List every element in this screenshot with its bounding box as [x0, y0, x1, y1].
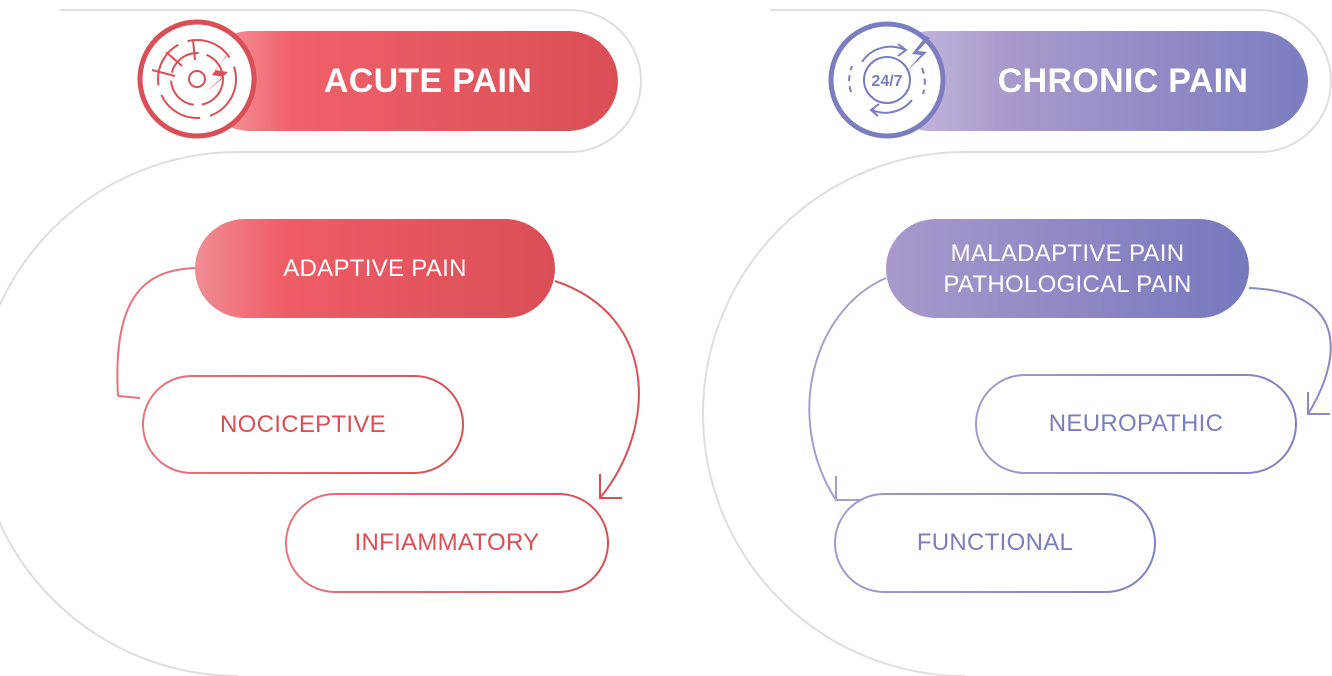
adaptive-pain-pill	[195, 219, 555, 318]
arrow-to-nociceptive	[116, 267, 196, 397]
chronic-frame-outline	[702, 9, 1332, 676]
neuropathic-node	[975, 374, 1297, 474]
chronic-panel: 24/7	[702, 9, 1332, 676]
arrowhead-nociceptive-icon	[117, 395, 141, 399]
nociceptive-node	[142, 375, 464, 474]
arrow-to-inflammatory	[554, 280, 640, 499]
maladaptive-pain-pill	[886, 219, 1249, 318]
arrowhead-neuropathic-icon	[1307, 392, 1330, 415]
arrow-to-functional	[808, 277, 887, 501]
acute-frame-outline	[0, 9, 642, 676]
arrowhead-functional-icon	[835, 476, 860, 501]
functional-node	[834, 493, 1156, 593]
chronic-header-pill	[880, 31, 1308, 131]
inflammatory-node	[285, 493, 609, 593]
arrowhead-inflammatory-icon	[599, 474, 622, 499]
acute-header-pill	[200, 31, 618, 131]
clock-label: 24/7	[871, 73, 902, 90]
arrow-to-neuropathic	[1248, 287, 1332, 415]
radar-target-lightning-icon	[137, 19, 257, 139]
clock-24-7-lightning-icon: 24/7	[828, 21, 946, 139]
acute-panel	[0, 9, 642, 676]
